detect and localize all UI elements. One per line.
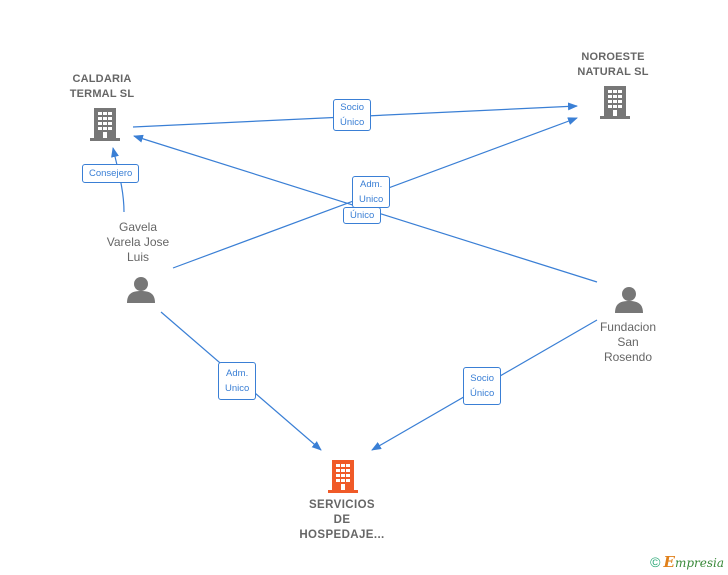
gavela-label[interactable]: Gavela Varela Jose Luis [106, 220, 170, 264]
edge-label-socio-unico-top: Socio Único [333, 99, 372, 131]
fundacion-label[interactable]: Fundacion San Rosendo [599, 320, 657, 364]
brand-logo: Empresia [663, 553, 725, 571]
footer-brand: ©Empresia [650, 553, 724, 571]
servicios-building-icon[interactable] [328, 460, 358, 493]
servicios-label[interactable]: SERVICIOS DE HOSPEDAJE... [299, 499, 385, 541]
gavela-person-icon[interactable] [127, 277, 155, 303]
edge-label-adm-unico-left: Adm. Unico [218, 362, 257, 400]
fundacion-person-icon[interactable] [615, 287, 643, 313]
edge-label-unico-behind: Único [343, 207, 382, 224]
edge-label-adm-unico-center: Adm. Unico [352, 176, 391, 208]
caldaria-label[interactable]: CALDARIA TERMAL SL [69, 73, 135, 100]
edge-label-consejero: Consejero [82, 164, 140, 183]
noroeste-label[interactable]: NOROESTE NATURAL SL [577, 51, 649, 78]
caldaria-building-icon[interactable] [90, 108, 120, 141]
copyright-icon: © [650, 554, 661, 570]
edge-label-socio-unico-right: Socio Único [463, 367, 502, 405]
noroeste-building-icon[interactable] [600, 86, 630, 119]
